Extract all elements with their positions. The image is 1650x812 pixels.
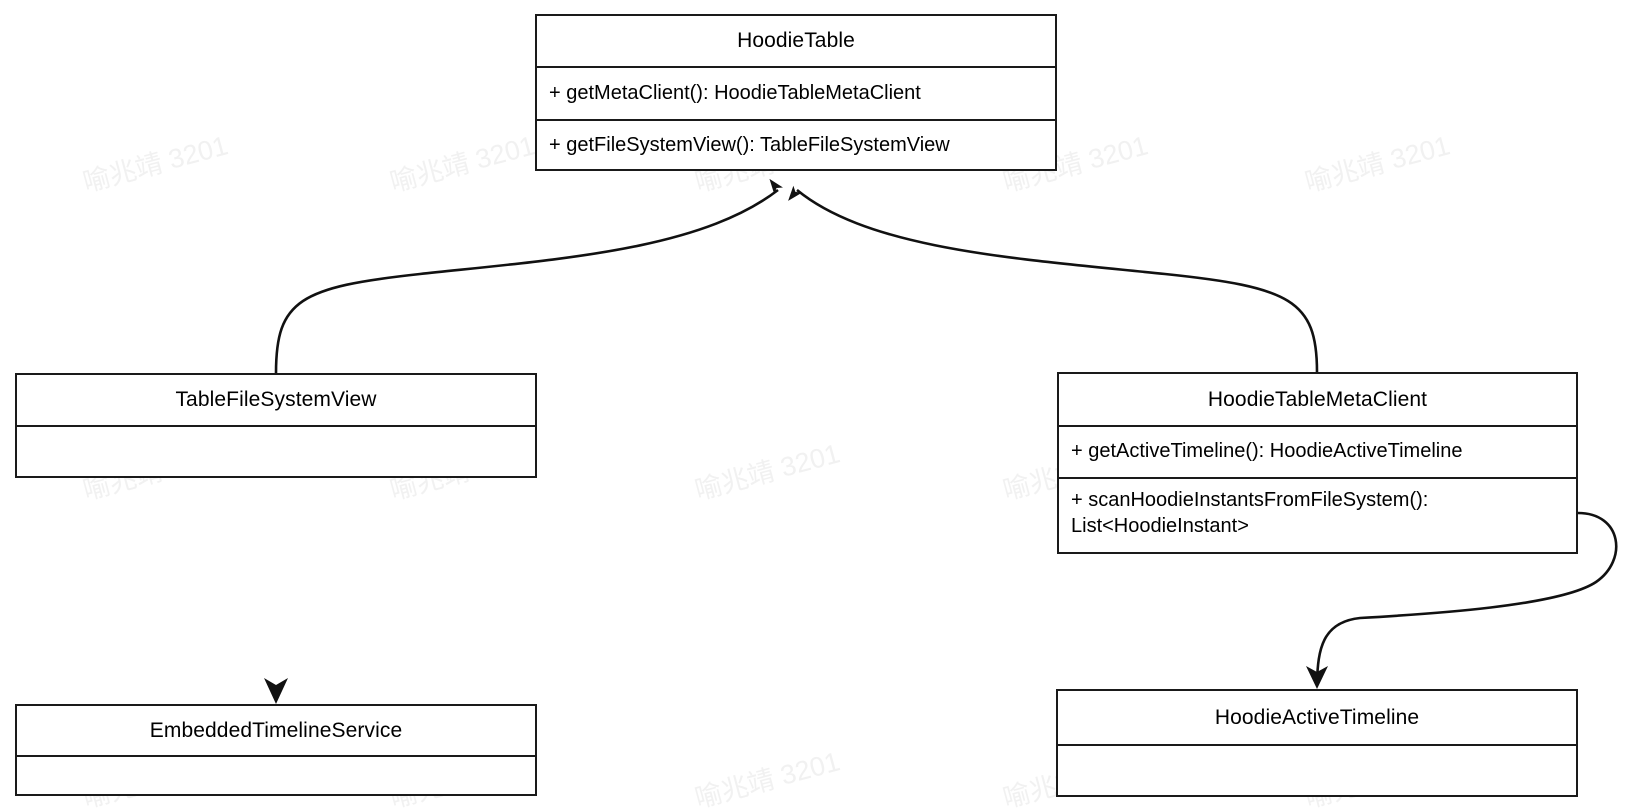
class-name-hoodie-table-meta-client: HoodieTableMetaClient — [1207, 387, 1428, 411]
member-list-hoodie-table: + getMetaClient(): HoodieTableMetaClient… — [537, 66, 1055, 169]
class-box-hoodie-table-meta-client[interactable]: HoodieTableMetaClient + getActiveTimelin… — [1057, 372, 1578, 554]
member-list-hoodie-active-timeline — [1058, 744, 1576, 795]
class-box-embedded-timeline-service[interactable]: EmbeddedTimelineService — [15, 704, 537, 796]
class-name-hoodie-active-timeline: HoodieActiveTimeline — [1214, 705, 1420, 729]
class-box-table-file-system-view[interactable]: TableFileSystemView — [15, 373, 537, 478]
class-box-hoodie-active-timeline[interactable]: HoodieActiveTimeline — [1056, 689, 1578, 797]
member-get-active-timeline: + getActiveTimeline(): HoodieActiveTimel… — [1071, 440, 1463, 463]
member-scan-hoodie-instants-from-file-system: + scanHoodieInstantsFromFileSystem(): Li… — [1059, 477, 1576, 552]
member-list-hoodie-table-meta-client: + getActiveTimeline(): HoodieActiveTimel… — [1059, 425, 1576, 552]
class-name-hoodie-table: HoodieTable — [737, 29, 855, 52]
member-list-embedded-timeline-service — [17, 755, 535, 794]
member-get-file-system-view: + getFileSystemView(): TableFileSystemVi… — [537, 119, 1055, 170]
arrowhead-hoodieactivetimeline — [1306, 666, 1328, 689]
watermark-label: 喻兆靖 3201 — [691, 438, 844, 506]
arrowhead-embeddedtimelineservice — [264, 678, 288, 704]
class-box-hoodie-table[interactable]: HoodieTable + getMetaClient(): HoodieTab… — [535, 14, 1057, 171]
member-list-table-file-system-view — [17, 425, 535, 476]
watermark-label: 喻兆靖 3201 — [79, 130, 232, 198]
watermark-label: 喻兆靖 3201 — [1301, 130, 1454, 198]
member-get-meta-client: + getMetaClient(): HoodieTableMetaClient — [549, 81, 921, 104]
watermark-label: 喻兆靖 3201 — [386, 130, 539, 198]
watermark-label: 喻兆靖 3201 — [691, 746, 844, 812]
class-name-table-file-system-view: TableFileSystemView — [175, 388, 377, 411]
edge-tablefilesystemview-to-hoodietable — [274, 178, 783, 374]
edge-hoodietablemetaclient-to-hoodietable — [788, 185, 1319, 373]
class-name-embedded-timeline-service: EmbeddedTimelineService — [149, 718, 403, 742]
